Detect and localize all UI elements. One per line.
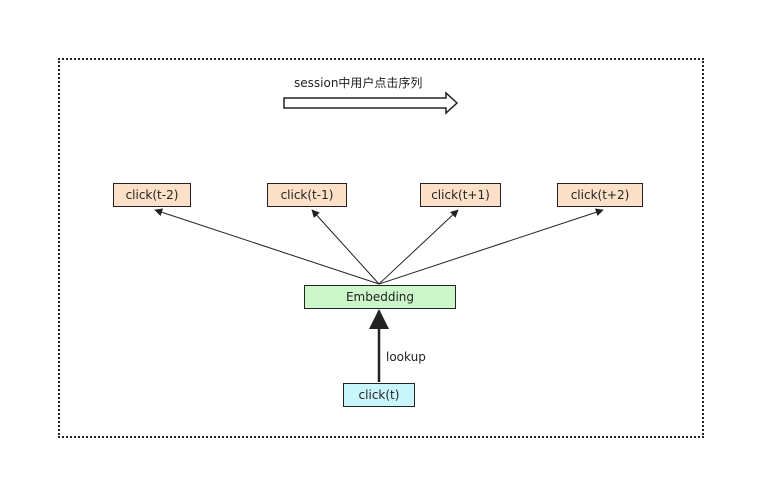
- arrow-to-t-2: [154, 208, 380, 285]
- node-click-t-minus-1: click(t-1): [267, 183, 347, 207]
- sequence-arrow: [283, 91, 459, 115]
- lookup-label: lookup: [386, 350, 426, 364]
- arrow-to-t+1: [378, 209, 459, 285]
- node-click-t-minus-2: click(t-2): [113, 183, 191, 207]
- node-embedding: Embedding: [304, 285, 456, 309]
- arrow-to-t-1: [311, 209, 380, 285]
- session-frame: [58, 58, 704, 438]
- node-click-t-plus-1: click(t+1): [420, 183, 501, 207]
- sequence-label: session中用户点击序列: [294, 76, 423, 90]
- node-click-t-plus-2: click(t+2): [557, 183, 643, 207]
- node-click-t: click(t): [343, 383, 415, 407]
- arrow-to-t+2: [378, 208, 604, 285]
